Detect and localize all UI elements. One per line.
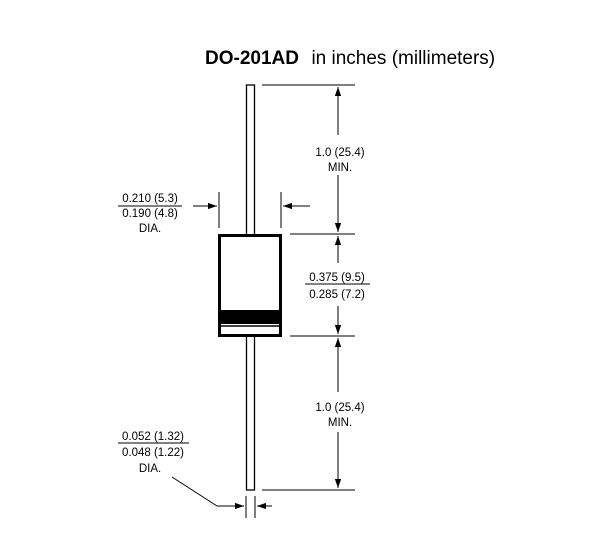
bottom-lead [245, 334, 256, 491]
units-note: in inches (millimeters) [311, 48, 495, 69]
package-name: DO-201AD [205, 48, 299, 69]
diagram-title: DO-201AD in inches (millimeters) [205, 48, 495, 69]
body-diameter-max: 0.210 (5.3) [122, 193, 178, 205]
lead-diameter-suffix: DIA. [139, 463, 161, 475]
body-diameter-min: 0.190 (4.8) [122, 208, 178, 220]
lead-length-top-suffix: MIN. [328, 162, 352, 174]
body-length-dimension [305, 236, 370, 334]
lead-length-bottom-value: 1.0 (25.4) [315, 402, 364, 414]
lead-diameter-dimension [118, 442, 272, 510]
extension-lines [218, 84, 355, 518]
top-lead [245, 84, 256, 236]
lead-length-top-value: 1.0 (25.4) [315, 147, 364, 159]
body-length-min: 0.285 (7.2) [309, 289, 365, 301]
body-diameter-suffix: DIA. [139, 223, 161, 235]
body-length-max: 0.375 (9.5) [309, 272, 365, 284]
lead-length-bottom-suffix: MIN. [328, 417, 352, 429]
lead-diameter-max: 0.052 (1.32) [122, 431, 184, 443]
lead-diameter-min: 0.048 (1.22) [122, 447, 184, 459]
cathode-band [220, 310, 280, 324]
